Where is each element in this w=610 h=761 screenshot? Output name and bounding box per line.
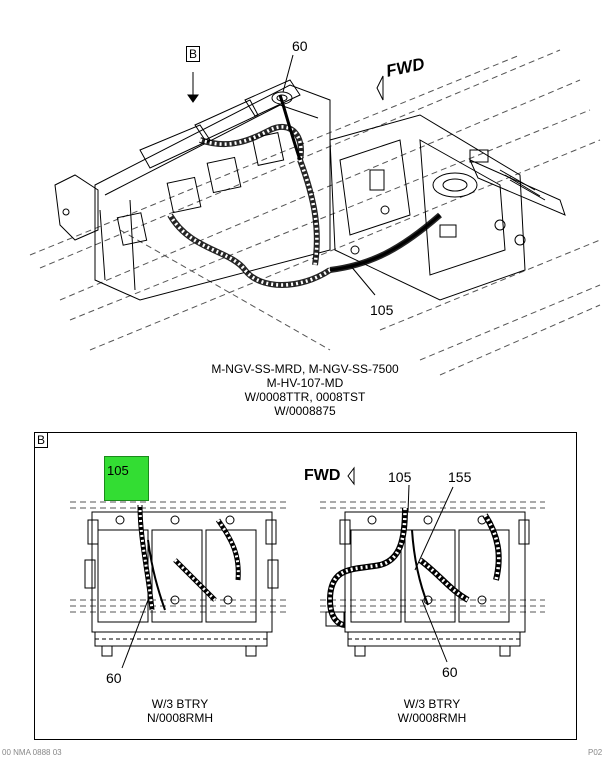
callout-60-top: 60 — [292, 38, 308, 54]
caption-line: W/3 BTRY — [151, 697, 209, 711]
caption-line: W/0008TTR, 0008TST — [244, 390, 366, 404]
callout-105-highlight: 105 — [104, 456, 149, 501]
top-view-caption: M-NGV-SS-MRD, M-NGV-SS-7500 M-HV-107-MD … — [155, 362, 455, 418]
callout-60-left: 60 — [106, 670, 122, 686]
caption-line: W/0008RMH — [397, 711, 467, 725]
callout-105-top: 105 — [370, 302, 394, 318]
callout-60-right: 60 — [442, 664, 458, 680]
caption-line: M-HV-107-MD — [266, 376, 344, 390]
caption-line: M-NGV-SS-MRD, M-NGV-SS-7500 — [211, 362, 399, 376]
caption-line: W/0008875 — [274, 404, 336, 418]
callout-155-right: 155 — [448, 469, 472, 485]
callout-105-left: 105 — [107, 463, 129, 478]
callout-105-right: 105 — [388, 469, 412, 485]
footer-right-code: P02 — [588, 748, 603, 757]
detail-b-frame — [34, 432, 577, 740]
right-detail-caption: W/3 BTRY W/0008RMH — [342, 697, 522, 725]
left-detail-caption: W/3 BTRY N/0008RMH — [90, 697, 270, 725]
view-b-marker: B — [186, 46, 200, 62]
footer-left-code: 00 NMA 0888 03 — [2, 748, 62, 757]
caption-line: N/0008RMH — [146, 711, 214, 725]
fwd-label-detail: FWD — [304, 467, 341, 484]
caption-line: W/3 BTRY — [403, 697, 461, 711]
top-isometric-drawing — [29, 49, 601, 376]
detail-b-label: B — [34, 432, 48, 448]
